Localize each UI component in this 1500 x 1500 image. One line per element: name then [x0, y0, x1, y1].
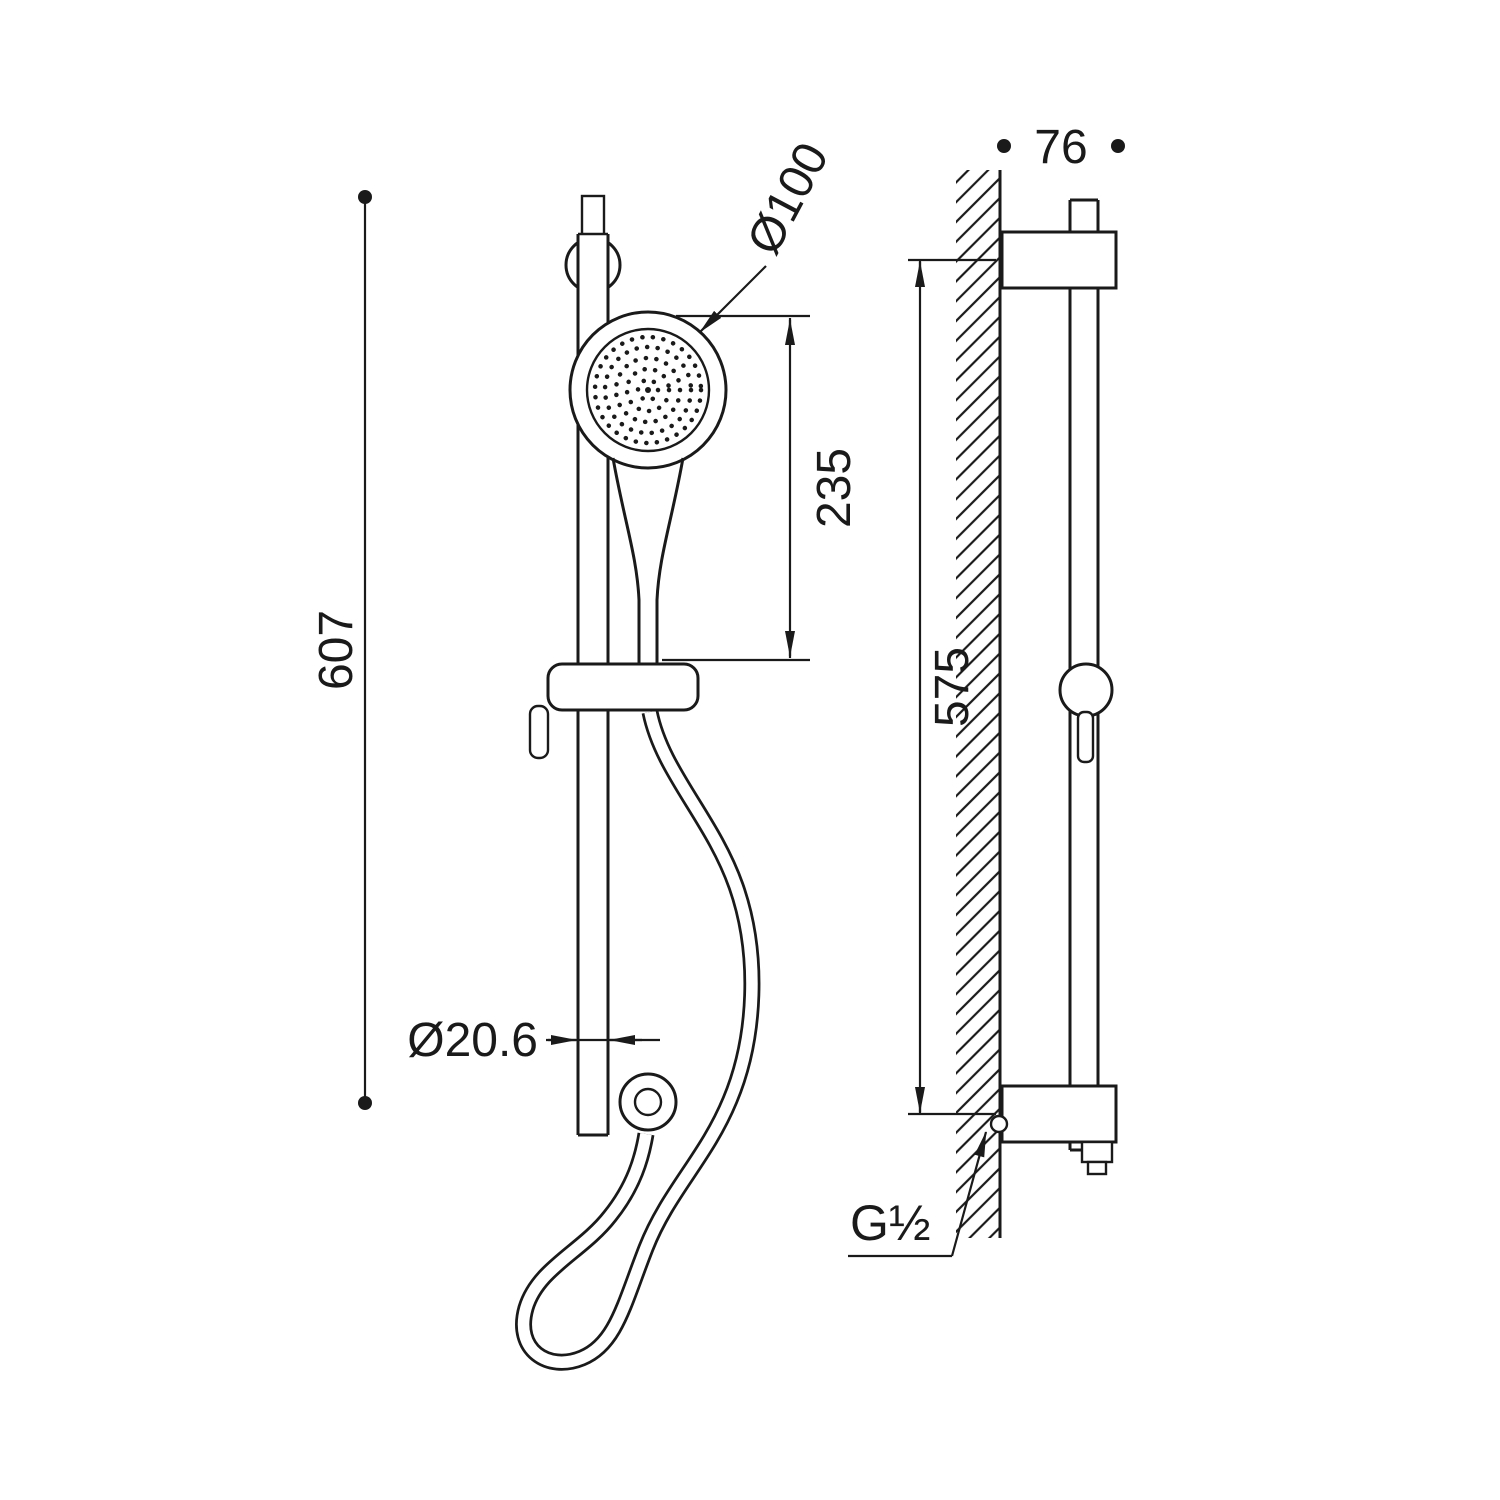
dim-end-dot — [358, 190, 372, 204]
slider-holder — [528, 662, 700, 760]
hand-shower-head — [568, 310, 728, 666]
dim-label-bar-diameter: Ø20.6 — [407, 1014, 538, 1067]
spray-center-dot — [645, 387, 651, 393]
dim-handset-length: 235 — [662, 314, 861, 662]
dim-end-dot — [358, 1096, 372, 1110]
handle-right-edge — [655, 457, 685, 666]
dim-label-wall-projection: 76 — [1034, 121, 1087, 174]
dim-bar-diameter: Ø20.6 — [407, 1014, 660, 1067]
spray-nozzle-ring — [635, 377, 661, 403]
dim-inlet-thread: G½ — [848, 1131, 988, 1258]
spray-face-rim — [585, 327, 711, 453]
shower-hose — [515, 710, 761, 1371]
dim-label-inlet-thread: G½ — [850, 1195, 931, 1251]
hose-outlet-front — [618, 1072, 678, 1132]
dim-end-dot — [997, 139, 1011, 153]
dim-end-dot — [1111, 139, 1125, 153]
dim-label-handset-length: 235 — [808, 448, 861, 528]
outlet-outer — [618, 1072, 678, 1132]
dim-label-fixing-centres: 575 — [926, 647, 979, 727]
slider-knob-side — [1058, 662, 1114, 764]
wall-inlet-fitting — [989, 1114, 1009, 1134]
front-view: 607 — [310, 134, 861, 1371]
dim-handset-diameter: Ø100 — [699, 134, 839, 333]
top-wall-bracket — [1000, 230, 1118, 290]
spray-nozzle-ring — [613, 355, 683, 425]
handle-left-edge — [611, 457, 641, 666]
hose-inner — [517, 710, 758, 1368]
thread-leader-arrow — [950, 1131, 988, 1257]
side-view: 76 — [848, 121, 1125, 1258]
dim-label-handset-diameter: Ø100 — [737, 134, 839, 263]
holder-lever — [528, 704, 550, 760]
top-bracket-body — [1000, 230, 1118, 290]
wall-section — [956, 170, 1002, 1238]
spray-nozzle-ring — [624, 366, 672, 414]
dim-overall-height: 607 — [310, 190, 372, 1110]
dim-fixing-centres: 575 — [908, 258, 996, 1116]
holder-body — [546, 662, 700, 712]
knob-lever — [1076, 710, 1095, 764]
outlet-inner — [633, 1087, 663, 1117]
outlet-nipple — [1086, 1160, 1108, 1176]
dim-wall-projection: 76 — [997, 121, 1125, 174]
spray-nozzle-ring — [602, 344, 694, 436]
spray-nozzle-ring — [592, 334, 704, 446]
bar-top-cap — [580, 194, 606, 238]
knob-ball — [1058, 662, 1114, 718]
wall-hatching — [956, 170, 1000, 1238]
outlet-stub — [1080, 1140, 1114, 1164]
bottom-wall-bracket — [989, 1084, 1118, 1176]
dim-label-overall-height: 607 — [310, 610, 363, 690]
bottom-bracket-body — [1000, 1084, 1118, 1144]
